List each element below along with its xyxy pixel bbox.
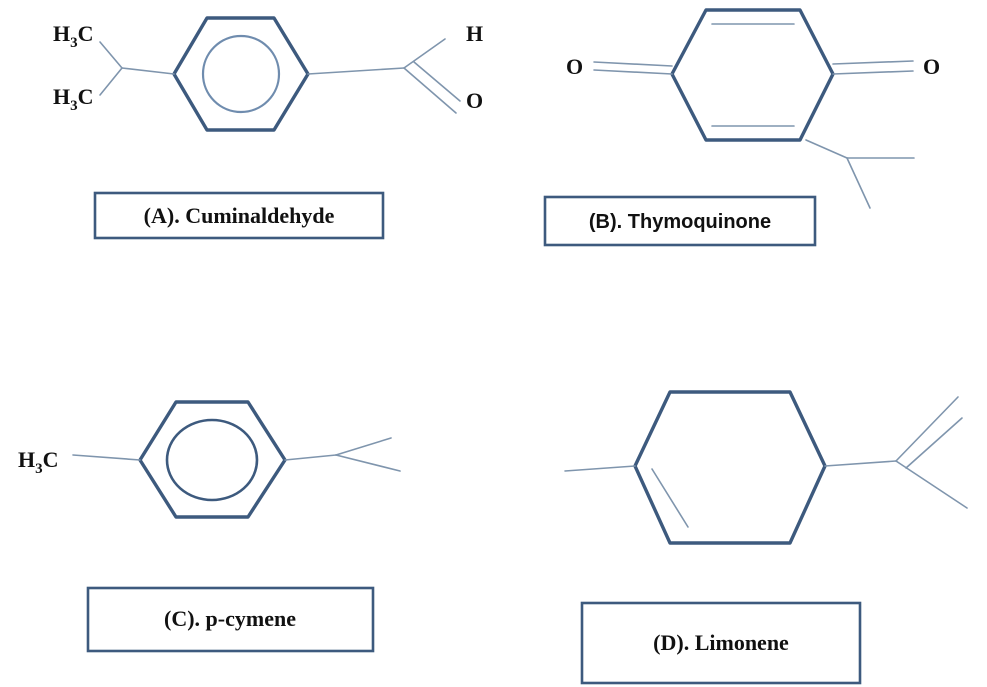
p-cymene-label: (C). p-cymene [164, 606, 296, 631]
thymoquinone-isopropyl-methyl-2 [846, 157, 871, 209]
limonene-isopropenyl-bond [824, 460, 897, 467]
thymoquinone-label: (B). Thymoquinone [589, 211, 771, 233]
limonene-cyclohexene-ring [633, 390, 827, 545]
p-cymene-methyl-bond [72, 454, 141, 461]
cuminaldehyde-label-box [93, 191, 385, 240]
thymoquinone-left-carbonyl-bond-1 [593, 69, 673, 75]
limonene-structure: (D). Limonene [564, 390, 968, 685]
limonene-label: (D). Limonene [653, 630, 789, 655]
thymoquinone-structure: O O (B). Thymoquinone [543, 8, 940, 247]
p-cymene-isopropyl-methyl-2 [335, 454, 401, 472]
cuminaldehyde-methyl-top-label: H3C [53, 21, 94, 51]
p-cymene-label-box [86, 586, 375, 653]
limonene-isopropenyl-double-bond-1 [895, 396, 959, 462]
limonene-ring-double-bond [651, 468, 689, 528]
thymoquinone-right-carbonyl-bond-1 [832, 70, 914, 75]
p-cymene-structure: H3C (C). p-cymene [18, 400, 401, 653]
cuminaldehyde-label: (A). Cuminaldehyde [144, 203, 335, 228]
thymoquinone-label-box [543, 195, 817, 247]
limonene-methyl-bond [564, 465, 636, 472]
cuminaldehyde-ch-bond [403, 38, 446, 69]
p-cymene-methyl-label: H3C [18, 447, 59, 477]
thymoquinone-right-carbonyl-bond-2 [832, 60, 914, 65]
cuminaldehyde-co-bond-1 [403, 67, 457, 114]
thymoquinone-right-oxygen-label: O [923, 54, 940, 79]
cuminaldehyde-hydrogen-label: H [466, 21, 483, 46]
p-cymene-isopropyl-bond [284, 454, 337, 461]
limonene-isopropenyl-double-bond-2 [905, 417, 963, 469]
cuminaldehyde-aldehyde-bond [307, 67, 405, 75]
cuminaldehyde-aromatic-circle [201, 34, 281, 114]
cuminaldehyde-methyl-top-bond [99, 41, 123, 69]
thymoquinone-isopropyl-bond [805, 139, 848, 159]
p-cymene-aromatic-circle [165, 418, 259, 502]
limonene-isopropenyl-methyl [895, 460, 968, 509]
cuminaldehyde-methyl-bottom-bond [99, 67, 123, 96]
cuminaldehyde-structure: H3C H3C H O (A). Cuminaldehyde [53, 16, 483, 240]
thymoquinone-left-oxygen-label: O [566, 54, 583, 79]
cuminaldehyde-isopropyl-bond [121, 67, 175, 75]
cuminaldehyde-benzene-ring [172, 16, 310, 132]
cuminaldehyde-co-bond-2 [413, 61, 461, 102]
thymoquinone-quinone-ring [670, 8, 835, 142]
cuminaldehyde-methyl-bottom-label: H3C [53, 84, 94, 114]
p-cymene-isopropyl-methyl-1 [335, 437, 392, 456]
limonene-label-box [580, 601, 862, 685]
cuminaldehyde-oxygen-label: O [466, 88, 483, 113]
thymoquinone-left-carbonyl-bond-2 [593, 61, 673, 67]
